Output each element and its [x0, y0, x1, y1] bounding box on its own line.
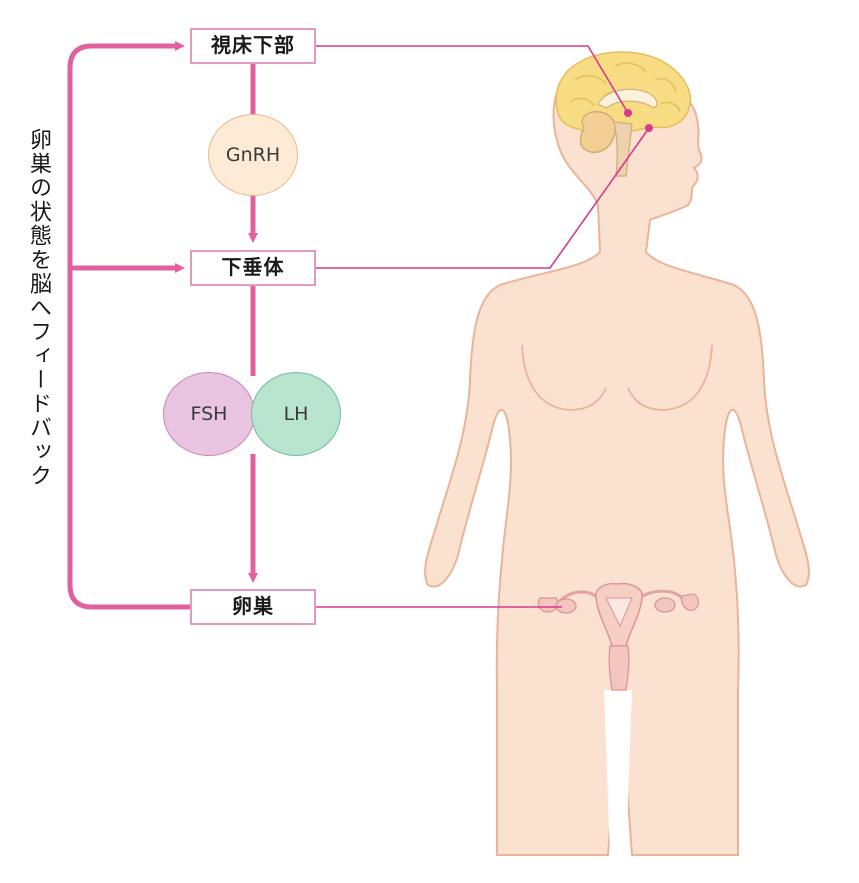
corpus-callosum — [597, 88, 658, 109]
hypothalamus-box: 視床下部 — [190, 28, 316, 64]
ovary-right — [654, 597, 676, 613]
flow-arrows — [67, 41, 258, 610]
lh-circle: LH — [251, 372, 341, 456]
uterus-cavity — [605, 597, 633, 628]
breast-left-line — [521, 344, 607, 411]
feedback-label: 卵巣の状態を脳へフィードバック — [26, 128, 51, 488]
fimbria-right — [680, 593, 700, 611]
hypothalamus-connector — [316, 45, 629, 114]
brain-folds — [569, 62, 681, 113]
brain-illustration — [555, 51, 692, 177]
crotch-gap — [604, 690, 632, 855]
body-silhouette — [424, 67, 810, 856]
gnrh-circle: GnRH — [208, 114, 298, 196]
breast-right-line — [627, 344, 713, 411]
feedback-loop-line — [67, 41, 190, 610]
brainstem — [613, 121, 633, 177]
body-outline — [424, 67, 810, 856]
cerebellum — [579, 111, 616, 154]
fimbria-left — [537, 597, 559, 613]
fsh-circle: FSH — [163, 372, 255, 456]
pituitary-connector — [316, 127, 650, 269]
ovary-left — [555, 598, 577, 614]
ovary-box: 卵巣 — [190, 589, 316, 625]
pituitary-box: 下垂体 — [190, 250, 316, 286]
connector-lines — [316, 45, 650, 608]
cervix-vagina — [608, 645, 630, 691]
uterus-illustration — [537, 582, 700, 691]
